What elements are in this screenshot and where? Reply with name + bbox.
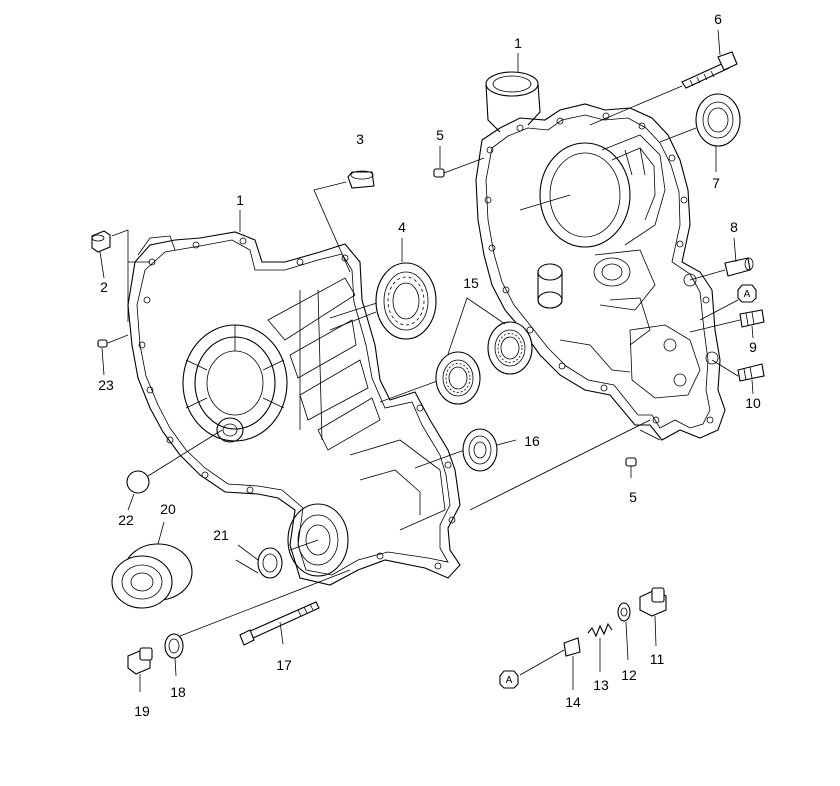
reference-tag-a-lower: A (499, 670, 519, 689)
part-9-fitting (689, 309, 765, 333)
part-15-bearings (435, 297, 533, 405)
callout-1-right-case: 1 (514, 35, 522, 51)
part-11-plug (639, 587, 667, 647)
callout-21: 21 (213, 527, 229, 543)
part-14-plunger (519, 637, 581, 690)
part-23-dowel-pin (97, 334, 129, 348)
callout-10: 10 (745, 395, 761, 411)
callout-5-lower: 5 (629, 489, 637, 505)
callout-22: 22 (118, 512, 134, 528)
part-13-spring (587, 622, 613, 672)
reference-tag-label: A (744, 289, 751, 300)
callout-23: 23 (98, 377, 114, 393)
part-10-fitting (711, 359, 765, 382)
part-22-o-ring (126, 429, 223, 494)
part-3-collar (313, 170, 375, 273)
callout-6: 6 (714, 11, 722, 27)
part-8-pin (689, 257, 754, 281)
part-18-washer (164, 633, 184, 677)
callout-9: 9 (749, 339, 757, 355)
callout-3: 3 (356, 131, 364, 147)
callout-15: 15 (463, 275, 479, 291)
part-21-oil-seal (235, 544, 283, 579)
reference-tag-label: A (506, 675, 513, 686)
part-5-dowel-pins (433, 157, 637, 478)
callout-5-upper: 5 (436, 127, 444, 143)
callout-8: 8 (730, 219, 738, 235)
part-12-washer (617, 602, 631, 661)
part-20-pulley (111, 521, 193, 609)
right-case-bolt-holes (484, 112, 714, 424)
part-16-bearing (462, 428, 517, 472)
left-crankcase-half (127, 231, 461, 586)
part-19-drain-plug (127, 647, 153, 692)
callout-17: 17 (276, 657, 292, 673)
part-6-bolt (589, 51, 738, 126)
callout-2: 2 (100, 279, 108, 295)
callout-1-left-case: 1 (236, 192, 244, 208)
alignment-lines (179, 194, 661, 637)
callout-12: 12 (621, 667, 637, 683)
callout-7: 7 (712, 175, 720, 191)
right-crankcase-half (475, 71, 726, 441)
reference-tag-a-upper: A (699, 284, 757, 321)
callout-labels: 1 1 2 3 4 5 5 6 7 8 9 10 11 12 13 14 15 … (98, 11, 761, 719)
callout-16: 16 (524, 433, 540, 449)
left-case-bolt-holes (138, 237, 456, 570)
callout-13: 13 (593, 677, 609, 693)
part-4-bearing (329, 262, 437, 340)
part-7-oil-seal (659, 93, 741, 147)
callout-20: 20 (160, 501, 176, 517)
part-17-bolt (239, 601, 320, 646)
callout-19: 19 (134, 703, 150, 719)
part-2-cap (91, 229, 150, 322)
callout-14: 14 (565, 694, 581, 710)
callout-18: 18 (170, 684, 186, 700)
callout-4: 4 (398, 219, 406, 235)
callout-11: 11 (650, 651, 665, 667)
